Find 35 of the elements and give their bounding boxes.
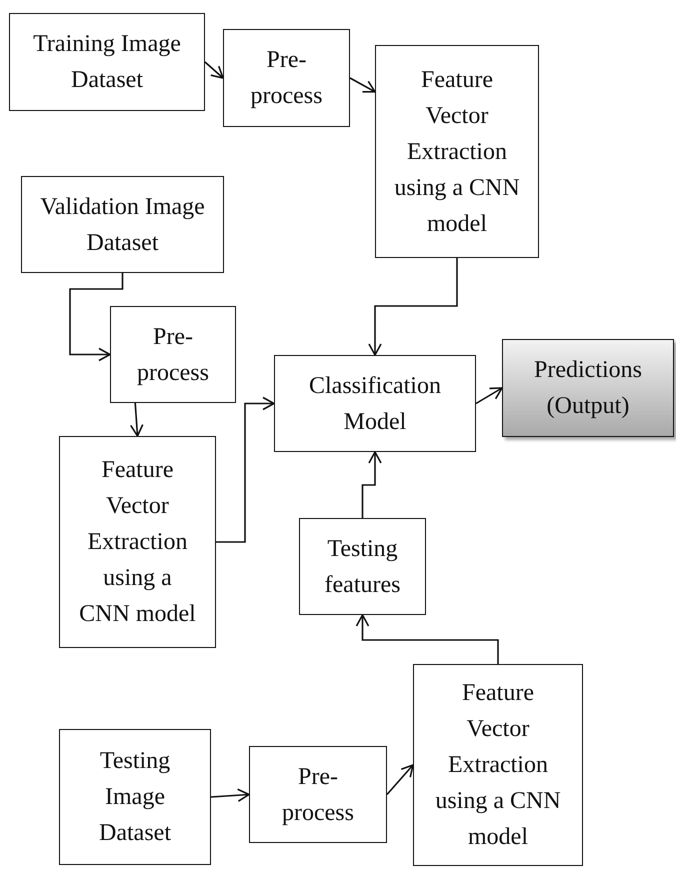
node-text: Feature Vector Extraction using a CNN model (434, 679, 562, 852)
arrow (476, 387, 503, 404)
arrow (350, 77, 376, 93)
process-box (375, 45, 539, 258)
process-box (110, 306, 236, 403)
node-text: Pre- process (250, 46, 324, 111)
process-box (59, 729, 211, 865)
process-box (9, 13, 205, 111)
arrow (216, 396, 275, 543)
node-text: Validation Image Dataset (40, 192, 205, 258)
node-text: Pre- process (281, 762, 355, 828)
node-text: Classification Model (308, 372, 442, 436)
node-text: Training Image Dataset (32, 30, 182, 95)
node-text: Pre- process (136, 322, 210, 388)
process-box (413, 664, 583, 866)
arrow (356, 614, 499, 664)
arrow (204, 61, 224, 79)
node-text: Testing Image Dataset (98, 747, 172, 848)
arrow (130, 402, 144, 437)
process-box (299, 518, 426, 615)
arrow (362, 451, 382, 518)
process-box (21, 176, 224, 273)
node-text: Feature Vector Extraction using a CNN model (394, 66, 520, 238)
node-text: Predictions (Output) (533, 356, 643, 421)
process-box (274, 355, 476, 452)
node-text: Testing features (324, 534, 402, 600)
node-text: Feature Vector Extraction using a CNN model (78, 456, 197, 629)
arrow (386, 764, 414, 796)
process-box (249, 746, 387, 843)
process-box (59, 436, 216, 648)
output-box (502, 339, 674, 437)
process-box (223, 29, 350, 127)
arrow (69, 273, 124, 362)
arrow (210, 788, 250, 802)
arrow (368, 258, 458, 356)
